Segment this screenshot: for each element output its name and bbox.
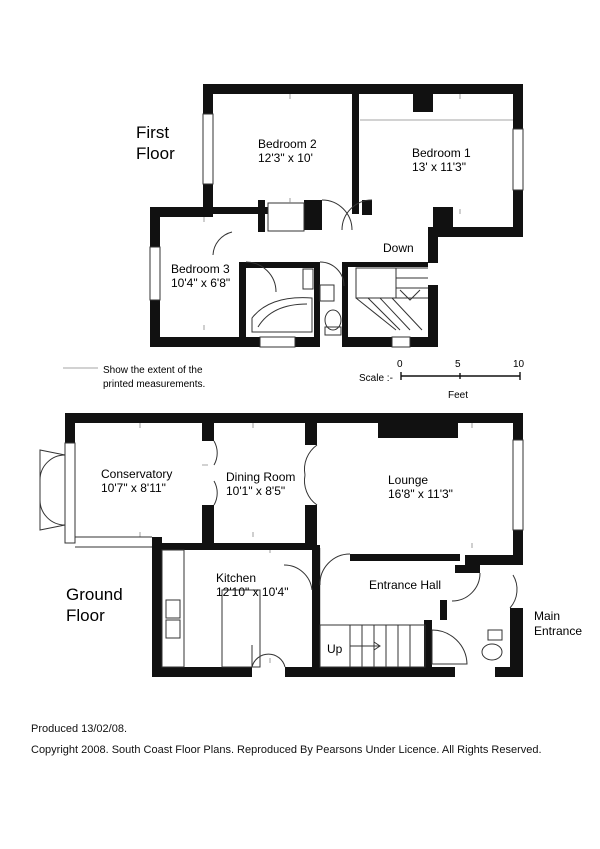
ground-floor-plan xyxy=(65,413,523,677)
first-floor-label-line1: First xyxy=(136,123,169,142)
first-floor-text: First Floor Bedroom 2 12'3" x 10' Bedroo… xyxy=(136,123,471,290)
room-size-conservatory: 10'7" x 8'11" xyxy=(101,481,166,495)
room-name-bedroom-1: Bedroom 1 xyxy=(412,146,471,160)
scale-label: Scale :- xyxy=(359,373,393,384)
ground-floor-label-line1: Ground xyxy=(66,585,123,604)
scale-tick-0: 0 xyxy=(397,359,403,370)
stairs-up-label: Up xyxy=(327,642,343,656)
room-name-dining-room: Dining Room xyxy=(226,470,295,484)
copyright-notice: Copyright 2008. South Coast Floor Plans.… xyxy=(31,744,542,756)
first-floor-plan xyxy=(150,84,523,347)
scale-tick-10: 10 xyxy=(513,359,525,370)
main-entrance-label-line2: Entrance xyxy=(534,624,582,638)
room-name-conservatory: Conservatory xyxy=(101,467,172,481)
main-entrance-label-line1: Main xyxy=(534,609,560,623)
scale-tick-5: 5 xyxy=(455,359,461,370)
legend: Show the extent of the printed measureme… xyxy=(63,365,205,390)
stairs-down-label: Down xyxy=(383,241,414,255)
room-name-lounge: Lounge xyxy=(388,473,428,487)
scale-line xyxy=(400,372,521,380)
ground-floor-fixtures xyxy=(39,439,524,668)
room-size-kitchen: 12'10" x 10'4" xyxy=(216,585,289,599)
produced-date: Produced 13/02/08. xyxy=(31,723,128,735)
first-floor-fixtures xyxy=(149,113,524,348)
room-size-bedroom-3: 10'4" x 6'8" xyxy=(171,276,230,290)
room-name-bedroom-2: Bedroom 2 xyxy=(258,137,317,151)
ground-floor-text: Conservatory 10'7" x 8'11" Dining Room 1… xyxy=(66,467,582,656)
room-size-bedroom-2: 12'3" x 10' xyxy=(258,151,313,165)
ground-floor-label-line2: Floor xyxy=(66,606,105,625)
entrance-hall-label: Entrance Hall xyxy=(369,578,441,592)
room-size-dining-room: 10'1" x 8'5" xyxy=(226,484,285,498)
scale-bar: Scale :- 0 5 10 Feet xyxy=(359,359,525,401)
room-name-bedroom-3: Bedroom 3 xyxy=(171,262,230,276)
first-floor-label-line2: Floor xyxy=(136,144,175,163)
measurement-markers xyxy=(139,94,513,663)
legend-text-line1: Show the extent of the xyxy=(103,365,203,376)
room-name-kitchen: Kitchen xyxy=(216,571,256,585)
room-size-bedroom-1: 13' x 11'3" xyxy=(412,160,466,174)
legend-text-line2: printed measurements. xyxy=(103,379,205,390)
room-size-lounge: 16'8" x 11'3" xyxy=(388,487,453,501)
scale-unit: Feet xyxy=(448,390,468,401)
